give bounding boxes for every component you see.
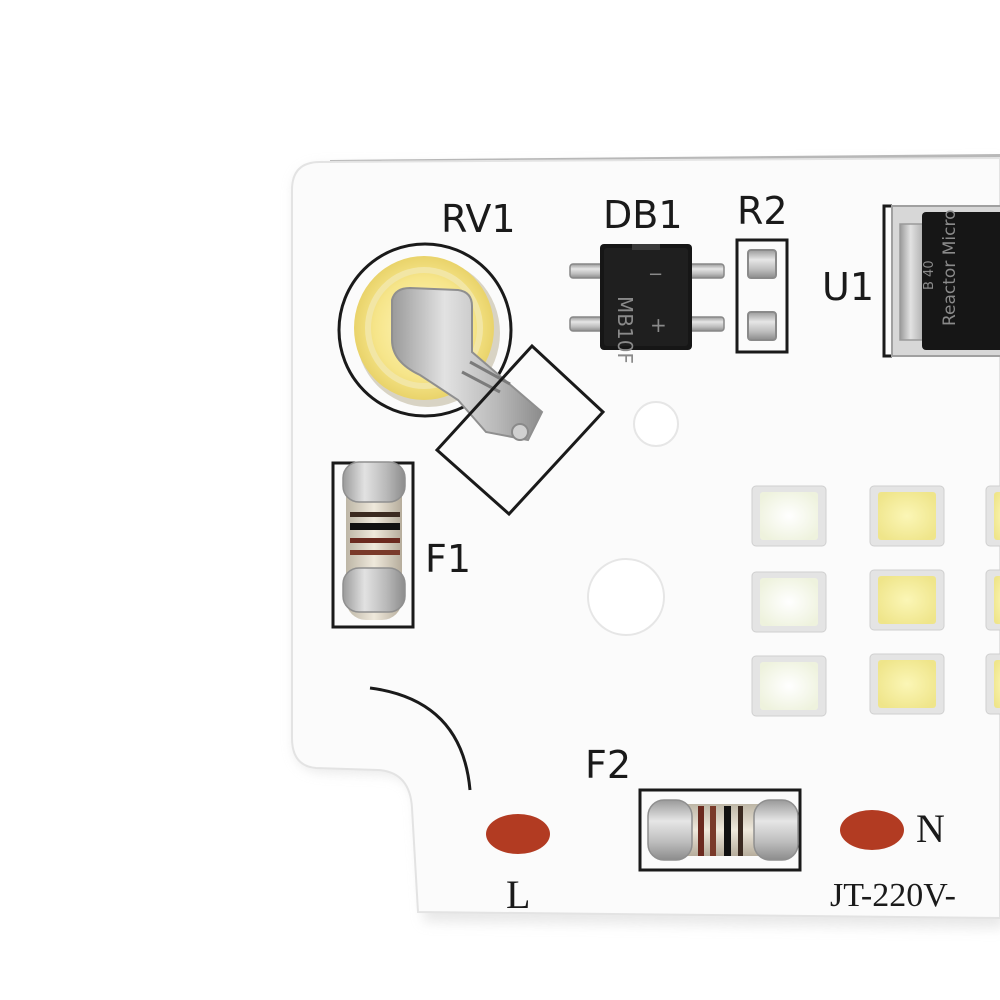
- label-r2: R2: [737, 189, 788, 233]
- led-r1-c1: [751, 485, 827, 547]
- silkscreen-arc: [369, 686, 472, 791]
- label-rv1: RV1: [441, 197, 516, 241]
- pad-neutral: [840, 810, 904, 850]
- label-db1: DB1: [603, 193, 683, 237]
- led-r3-c1: [751, 655, 827, 717]
- bridge-rectifier-db1: [569, 244, 725, 350]
- chip-marking-code: B 40: [922, 260, 937, 290]
- led-r2-c3: [985, 569, 1000, 631]
- chip-marking-mb10f: MB10F: [613, 296, 637, 364]
- led-r2-c1: [751, 571, 827, 633]
- driver-ic-u1: [882, 204, 1000, 358]
- led-r3-c2: [869, 653, 945, 715]
- resistor-r2: [735, 238, 789, 354]
- label-neutral: N: [916, 806, 945, 851]
- led-r1-c2: [869, 485, 945, 547]
- label-u1: U1: [822, 265, 874, 309]
- chip-marking-brand: Reactor Micro: [940, 210, 960, 327]
- led-r1-c3: [985, 485, 1000, 547]
- mounting-hole-large: [587, 558, 665, 636]
- label-model: JT-220V-: [830, 877, 956, 914]
- varistor-rv1: [337, 242, 606, 517]
- led-array: [751, 485, 1000, 717]
- label-live: L: [506, 872, 530, 917]
- mounting-hole-small: [633, 401, 679, 447]
- fuse-f2: [638, 788, 802, 872]
- pad-live: [486, 814, 550, 854]
- chip-marking-plus: +: [650, 313, 667, 337]
- label-f1: F1: [425, 537, 471, 581]
- chip-marking-minus: −: [648, 264, 663, 285]
- label-f2: F2: [585, 743, 631, 787]
- led-r3-c3: [985, 653, 1000, 715]
- led-r2-c2: [869, 569, 945, 631]
- fuse-f1: [331, 461, 415, 629]
